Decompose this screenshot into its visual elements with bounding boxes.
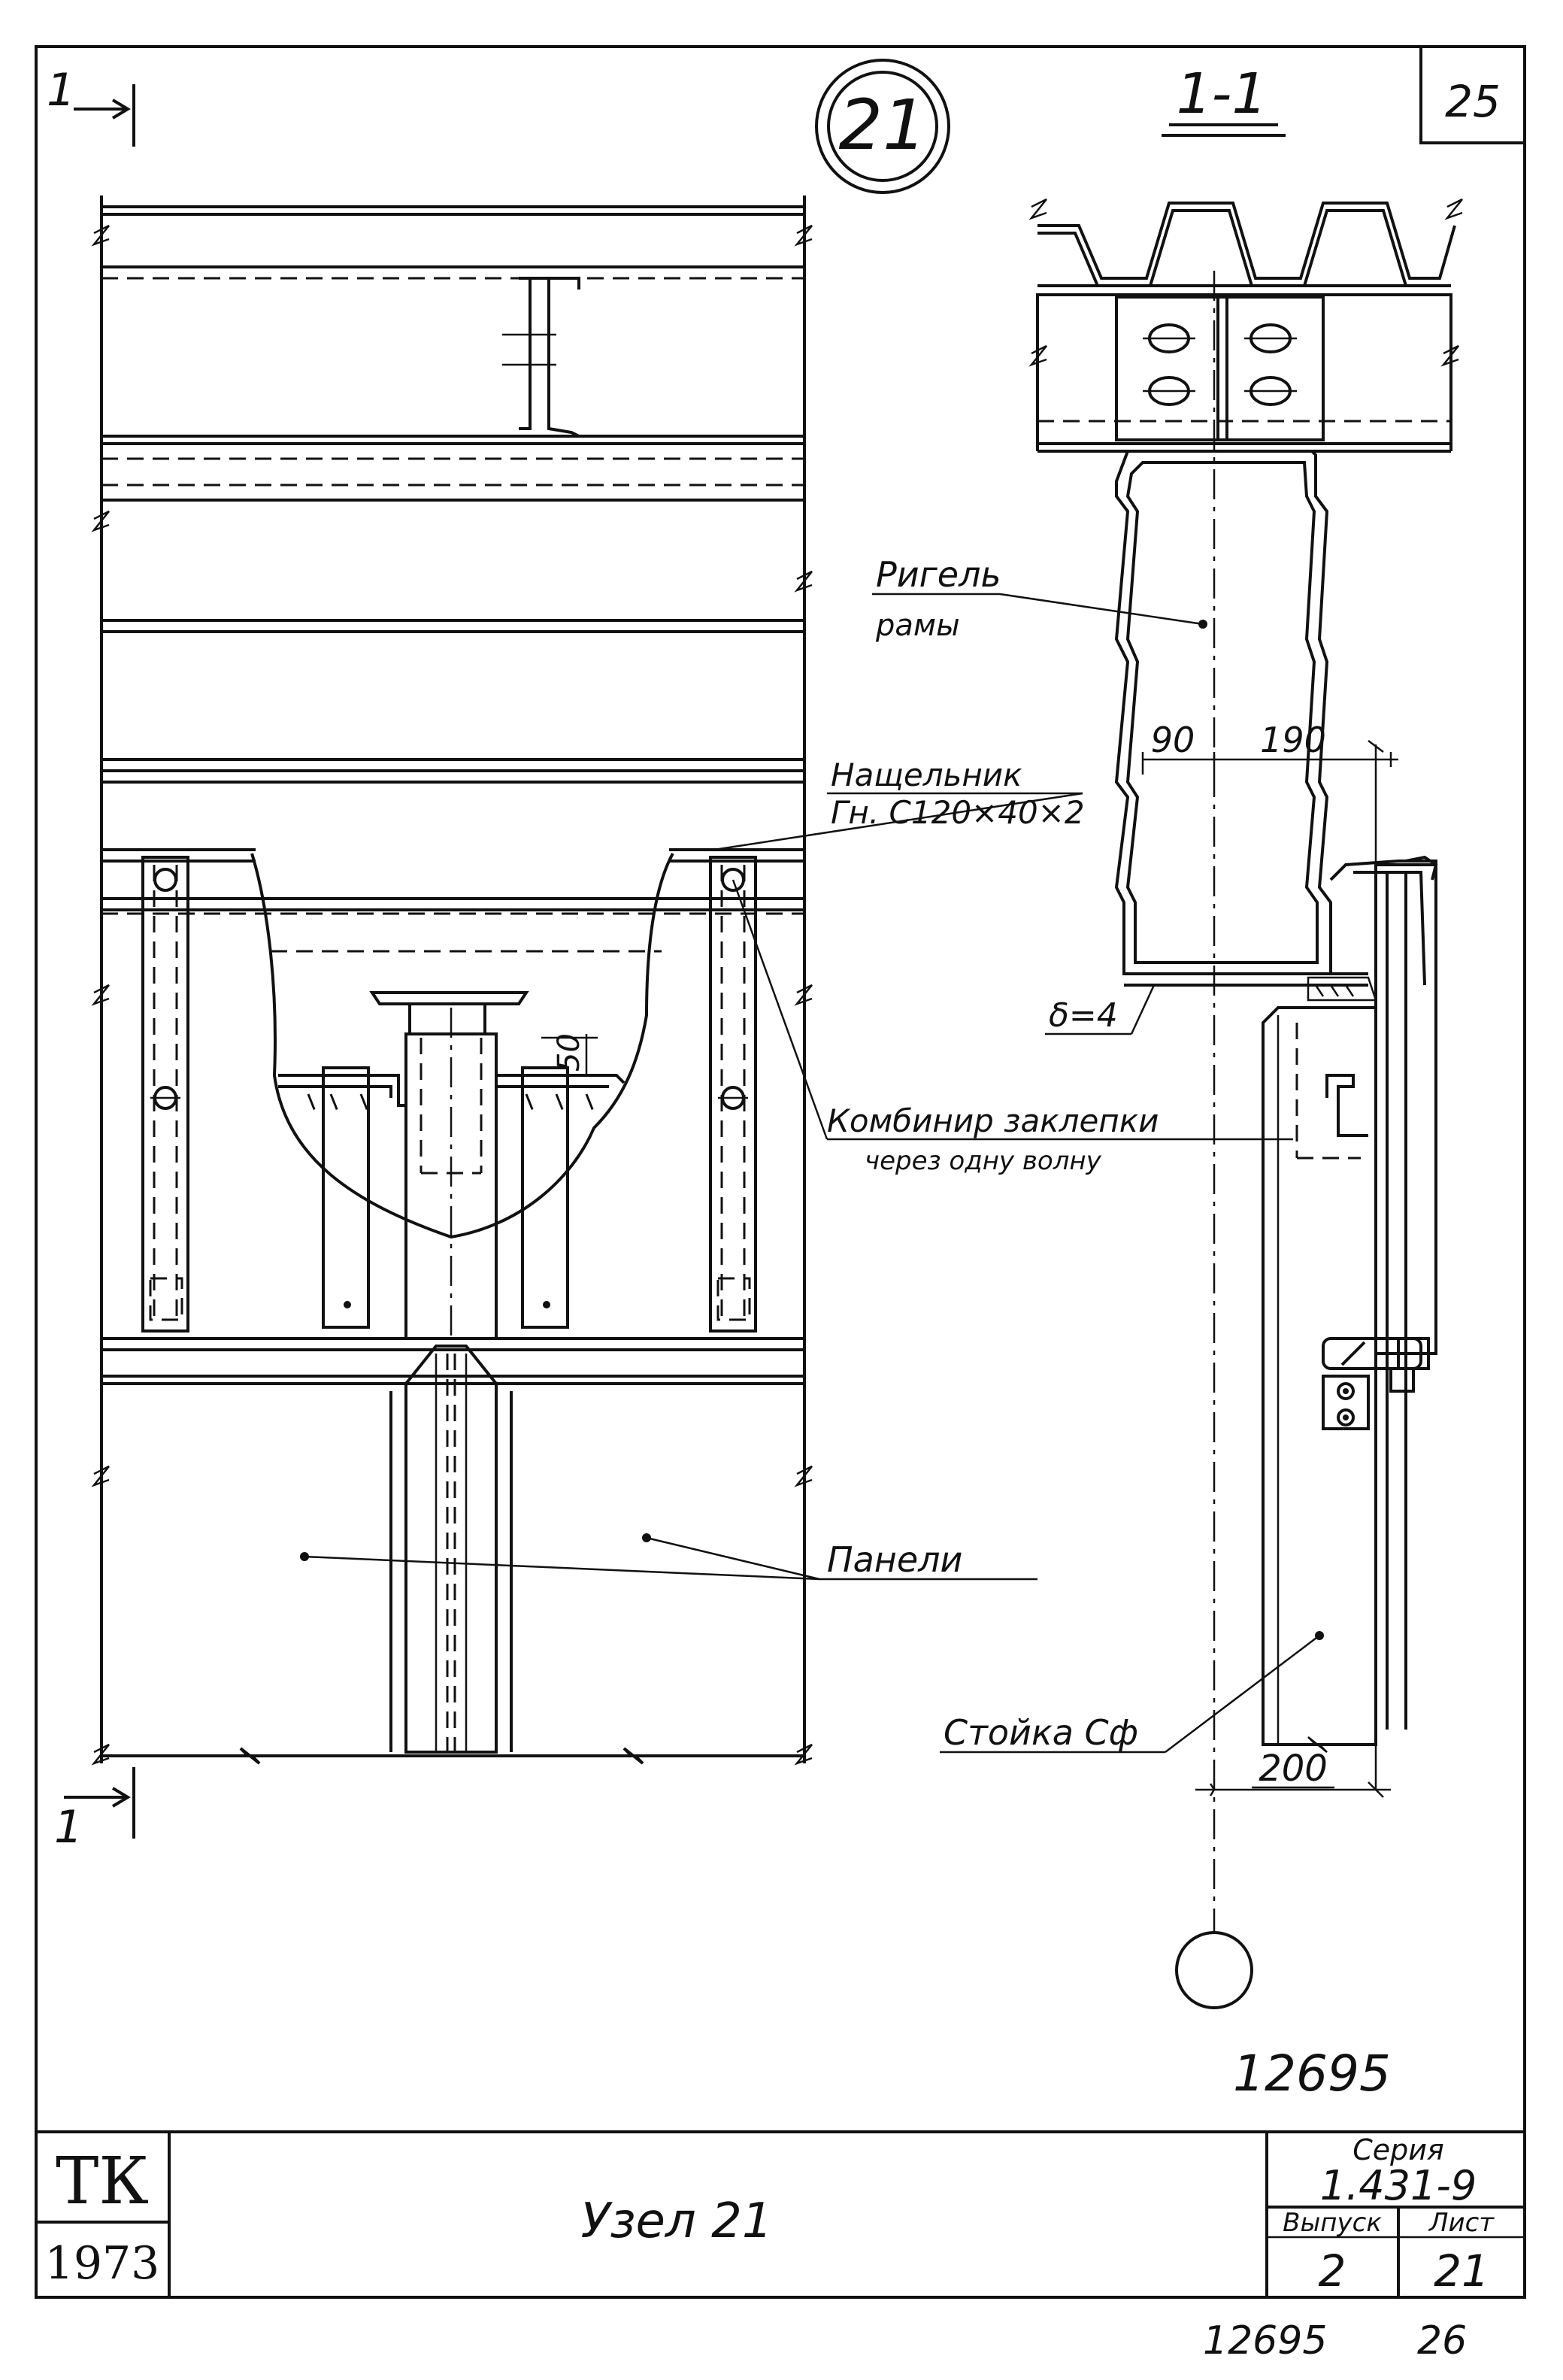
org-stamp: ТК: [56, 2144, 149, 2219]
panels-label: Панели: [827, 1539, 962, 1580]
elevation-view: 50: [91, 196, 1037, 1766]
rivets-label-1: Комбинир заклепки: [827, 1102, 1159, 1139]
page-number-bottom: 26: [1417, 2318, 1467, 2363]
series-value: 1.431-9: [1320, 2162, 1477, 2209]
leaders: [713, 792, 1293, 1141]
column-label: Стойка Сф: [944, 1712, 1138, 1753]
sheet-label: Лист: [1428, 2208, 1495, 2238]
drawing-title: Узел 21: [580, 2194, 772, 2249]
cut-mark-bottom: 1: [54, 1767, 135, 1854]
archive-number-bottom: 12695: [1203, 2318, 1327, 2363]
series-label: Серия: [1352, 2133, 1444, 2166]
dim-190: 190: [1260, 720, 1326, 760]
section-title: 1-1: [1162, 62, 1286, 137]
delta-label: δ=4: [1049, 996, 1118, 1035]
node-number-badge: 21: [815, 59, 950, 194]
annotations: Ригель рамы Нащельник Гн. С120×40×2 Комб…: [827, 554, 1391, 2103]
sheet-corner-box: 25: [1419, 45, 1526, 144]
section-view: 90 190 200: [872, 198, 1463, 2009]
rigel-label-2: рамы: [875, 608, 960, 643]
nashchelnik-label-1: Нащельник: [831, 756, 1022, 793]
footer: 12695 26: [1203, 2318, 1467, 2363]
rivets-label-2: через одну волну: [865, 1146, 1102, 1176]
nashchelnik-label-2: Гн. С120×40×2: [831, 794, 1085, 831]
cut-mark-top-label: 1: [47, 64, 75, 117]
archive-number-mid: 12695: [1233, 2045, 1391, 2103]
year-stamp: 1973: [45, 2237, 160, 2290]
sheet-corner-number: 25: [1445, 76, 1501, 127]
dim-50: 50: [552, 1033, 586, 1072]
sheet-frame: [35, 45, 1526, 2299]
section-mark: 1-1: [1177, 62, 1268, 126]
sheet-value: 21: [1434, 2245, 1489, 2297]
issue-value: 2: [1319, 2245, 1346, 2297]
cut-mark-top: 1: [47, 64, 135, 147]
title-block: ТК 1973 Узел 21 Серия 1.431-9 Выпуск 2 Л…: [36, 2130, 1525, 2297]
cut-mark-bottom-label: 1: [54, 1801, 83, 1854]
rigel-label-1: Ригель: [876, 554, 1001, 595]
node-number: 21: [838, 85, 926, 165]
issue-label: Выпуск: [1283, 2208, 1382, 2238]
dim-200: 200: [1259, 1748, 1328, 1790]
dim-90: 90: [1151, 720, 1195, 760]
